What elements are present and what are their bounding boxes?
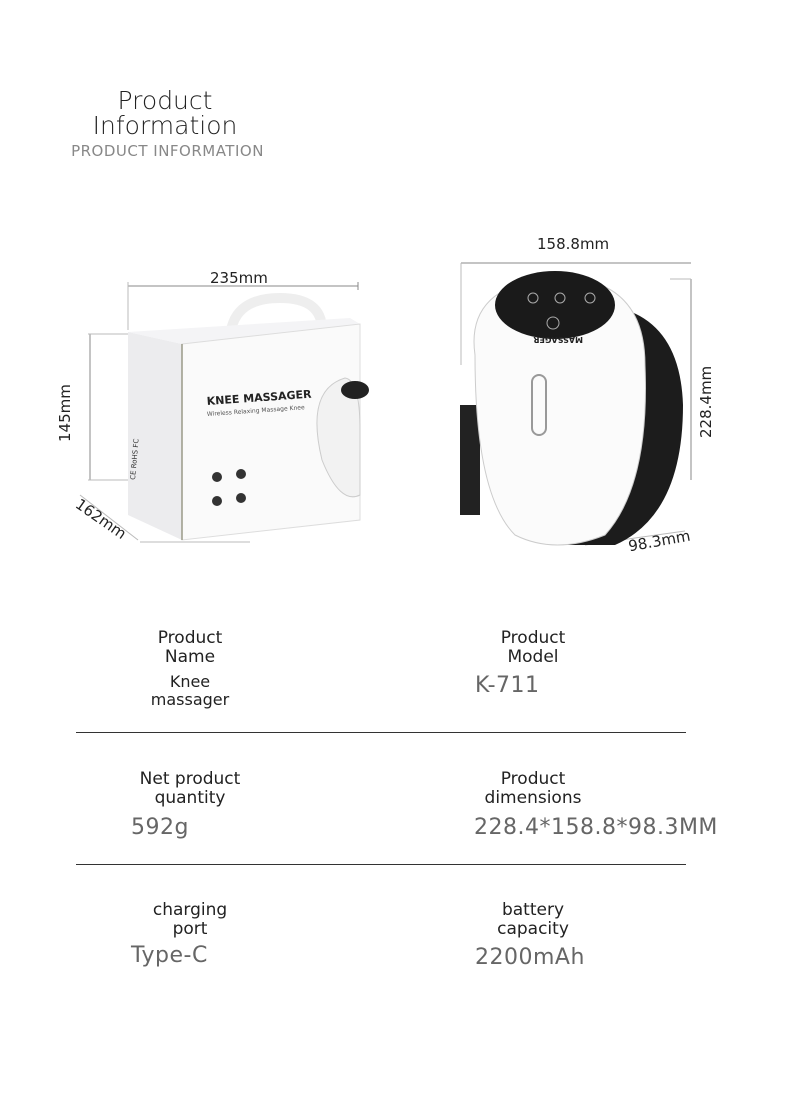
spec-value-charging-port: Type-C [131, 943, 208, 968]
divider [76, 864, 686, 865]
product-box-image: KNEE MASSAGER Wireless Relaxing Massage … [79, 282, 369, 543]
label-line: port [172, 919, 208, 939]
divider [76, 732, 686, 733]
label-line: Product [500, 628, 566, 648]
title-line: Information [92, 111, 238, 140]
svg-text:CE RoHS FC: CE RoHS FC [129, 438, 141, 480]
device-height-label: 228.4mm [697, 365, 715, 438]
spec-value-product-model: K-711 [475, 673, 540, 698]
label-line: quantity [154, 788, 226, 808]
label-line: Net product [139, 769, 241, 789]
label-line: Product [157, 628, 223, 648]
box-width-label: 235mm [210, 269, 268, 287]
spec-value-net-quantity: 592g [131, 815, 189, 840]
label-line: Name [164, 647, 216, 667]
label-line: Product [500, 769, 566, 789]
value-line: Knee [169, 672, 211, 691]
spec-value-battery-capacity: 2200mAh [475, 945, 585, 970]
label-line: dimensions [484, 788, 582, 808]
svg-text:MASSAGER: MASSAGER [533, 335, 583, 344]
label-line: Model [507, 647, 559, 667]
label-line: capacity [497, 919, 569, 939]
box-height-label: 145mm [56, 384, 74, 442]
spec-value-dimensions: 228.4*158.8*98.3MM [474, 815, 718, 840]
label-line: battery [501, 900, 565, 920]
device-width-label: 158.8mm [537, 235, 610, 253]
knee-massager-image: MASSAGER [460, 262, 692, 546]
label-line: charging [152, 900, 228, 920]
value-line: massager [150, 690, 230, 709]
title-line: Product [117, 86, 213, 115]
page-subtitle: PRODUCT INFORMATION [71, 142, 264, 160]
